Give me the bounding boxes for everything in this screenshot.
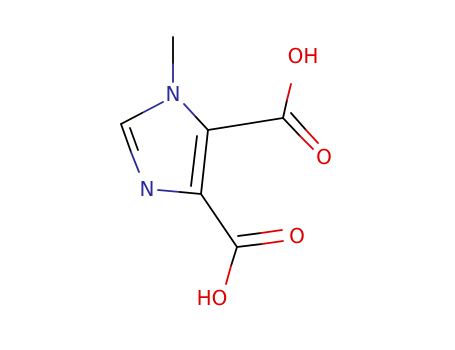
bond-upper-c-o-hetero xyxy=(299,135,314,150)
bond-c5-n1-hetero xyxy=(183,103,196,117)
bond-n3-c4-hetero xyxy=(157,189,181,193)
bond-upper-c-oh xyxy=(282,99,288,119)
bond-lower-c-o-inner-hetero xyxy=(260,229,283,234)
bond-lower-c-o-inner xyxy=(237,232,262,237)
atom-upper-o: O xyxy=(316,145,332,169)
atom-n3: N xyxy=(140,177,155,201)
bond-c2-n3 xyxy=(120,123,132,153)
bond-c5-cooh xyxy=(207,117,284,131)
bond-n3-c4 xyxy=(179,191,202,195)
bond-c4-c5-inner xyxy=(190,135,198,187)
bond-upper-c-oh-hetero xyxy=(286,83,292,101)
bond-upper-c-o-inner xyxy=(290,112,307,131)
bond-n1-c2-hetero xyxy=(141,101,164,114)
bond-c4-c5 xyxy=(200,129,209,195)
atom-n1: N xyxy=(166,82,181,106)
bond-n1-c2 xyxy=(120,112,143,125)
bond-lower-c-oh xyxy=(230,246,238,267)
bond-lower-c-oh-hetero xyxy=(225,265,232,285)
bond-c2-n3-inner xyxy=(129,127,139,151)
bond-lower-c-o xyxy=(236,243,263,248)
bond-lower-c-o-hetero xyxy=(261,240,284,245)
bond-upper-c-o-inner-hetero xyxy=(305,129,319,144)
atom-upper-oh: OH xyxy=(288,44,319,68)
bond-c5-n1 xyxy=(194,115,209,131)
bond-upper-c-o xyxy=(282,117,301,137)
atom-lower-o: O xyxy=(289,224,305,248)
atom-lower-ho: HO xyxy=(197,286,228,310)
bond-c2-n3-hetero xyxy=(130,151,140,173)
bond-c4-cooh xyxy=(200,193,238,248)
